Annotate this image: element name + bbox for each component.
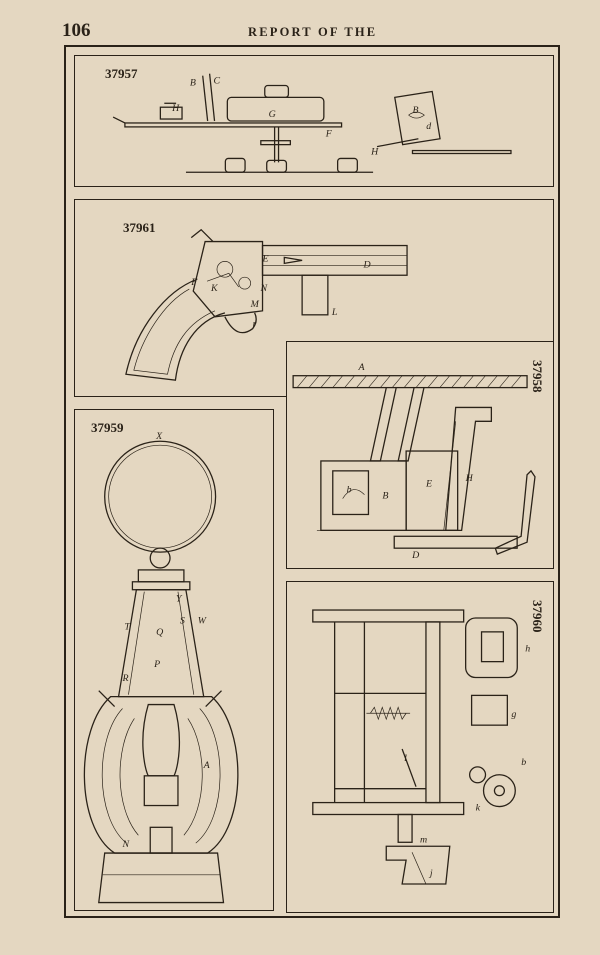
label-y: Y (176, 594, 183, 605)
figure-number: 37957 (105, 66, 138, 81)
label-a: A (203, 760, 211, 771)
label-l: l (404, 753, 407, 764)
figure-37958-drawing: A E H B b D (292, 362, 536, 561)
label-t: T (125, 621, 132, 632)
label-s: S (180, 615, 185, 626)
figure-37959-drawing: X Y W T S Q P R A N (83, 431, 239, 904)
label-e: E (262, 253, 269, 264)
label-m: m (420, 834, 427, 845)
label-b: b (521, 757, 526, 768)
figure-number: 37958 (530, 360, 545, 393)
figure-number: 37959 (91, 420, 124, 435)
label-p: P (153, 659, 160, 670)
figure-37960-panel: 37960 h (286, 581, 554, 913)
label-c: C (214, 76, 221, 87)
label-n: N (122, 839, 131, 850)
label-g: g (511, 709, 516, 720)
label-k: K (210, 283, 219, 294)
figure-number: 37961 (123, 220, 156, 235)
label-j: j (428, 868, 433, 879)
label-h: h (525, 644, 530, 655)
label-l: L (331, 307, 338, 318)
label-b: B (382, 491, 388, 502)
label-q: Q (156, 627, 163, 638)
label-x: X (155, 431, 163, 442)
label-d: D (362, 259, 370, 270)
label-g: G (269, 109, 276, 120)
figure-37957-drawing: B C G H F B d H (112, 73, 512, 173)
label-r: R (122, 673, 129, 684)
label-n: N (260, 283, 269, 294)
label-f: F (190, 277, 198, 288)
page-number: 106 (62, 20, 91, 41)
label-e: E (425, 479, 432, 490)
figure-37960-drawing: h g l b k m j (312, 609, 530, 885)
figure-37957-panel: 37957 B (74, 55, 554, 187)
label-h-detail: H (370, 146, 379, 157)
running-title: REPORT OF THE (248, 25, 378, 39)
label-b: B (190, 78, 196, 89)
figure-37959-panel: 37959 (74, 409, 274, 911)
label-d-detail: d (426, 121, 431, 132)
label-h: H (171, 103, 180, 114)
label-b-lower: b (347, 485, 352, 496)
illustration-plate: 37957 B (64, 45, 560, 918)
label-f: F (325, 129, 333, 140)
label-a: A (358, 362, 366, 373)
label-r: r (253, 319, 257, 330)
label-k: k (476, 803, 481, 814)
label-d: D (411, 550, 419, 561)
label-w: W (198, 615, 207, 626)
label-h: H (465, 473, 474, 484)
figure-37958-panel: 37958 (286, 341, 554, 569)
label-b-detail: B (412, 105, 418, 116)
figure-37961-drawing: D F K L r M N E (125, 228, 408, 381)
label-m: M (250, 299, 260, 310)
figure-number: 37960 (530, 600, 545, 633)
